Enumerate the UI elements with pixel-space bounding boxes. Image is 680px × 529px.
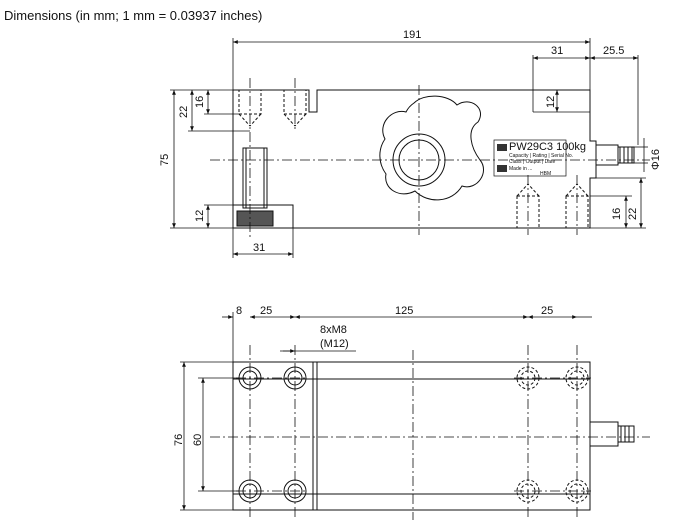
dimensions-heading: Dimensions (in mm; 1 mm = 0.03937 inches… bbox=[4, 8, 263, 23]
top-cable-gland bbox=[589, 421, 619, 447]
dim-hole-pitch-left: 25 bbox=[260, 305, 272, 317]
label-line-2: Class | Output | Date bbox=[509, 159, 555, 165]
cable-gland-nut bbox=[617, 146, 635, 164]
dim-height: 75 bbox=[159, 154, 171, 166]
side-dimensions bbox=[170, 38, 648, 258]
dim-bottom-thickness: 12 bbox=[194, 210, 206, 222]
dim-width: 76 bbox=[173, 434, 185, 446]
dim-hole-pitch-right: 25 bbox=[541, 305, 553, 317]
dim-hole-row-spacing: 60 bbox=[192, 434, 204, 446]
side-view bbox=[210, 78, 650, 240]
dim-top-hole-spacing: 22 bbox=[178, 106, 190, 118]
product-label bbox=[493, 139, 567, 177]
dim-cable-diameter: Φ16 bbox=[650, 149, 662, 170]
dim-right-offset: 31 bbox=[551, 45, 563, 57]
bolt-shank bbox=[242, 147, 268, 209]
dim-length: 191 bbox=[403, 29, 421, 41]
left-bolt-holes bbox=[238, 366, 307, 503]
top-body-outline bbox=[232, 361, 591, 511]
dim-thread-alt: (M12) bbox=[320, 338, 349, 350]
dim-right-hole-depth: 16 bbox=[611, 208, 623, 220]
dim-right-hole-spacing: 22 bbox=[627, 208, 639, 220]
dim-bottom-block: 31 bbox=[253, 242, 265, 254]
flower-cutout bbox=[379, 95, 485, 201]
top-view bbox=[210, 345, 650, 520]
dim-top-hole-depth: 16 bbox=[194, 96, 206, 108]
bolt-head bbox=[236, 210, 274, 227]
cable-gland-body bbox=[595, 144, 619, 166]
dim-edge: 8 bbox=[236, 305, 242, 317]
label-model: PW29C3 100kg bbox=[509, 141, 586, 153]
label-line-3: Made in ... bbox=[509, 166, 532, 172]
dim-top-notch: 12 bbox=[545, 96, 557, 108]
top-dimensions bbox=[180, 312, 592, 511]
dim-span: 125 bbox=[395, 305, 413, 317]
label-line-4: HBM bbox=[540, 171, 551, 177]
dim-thread: 8xM8 bbox=[320, 324, 347, 336]
label-line-1: Capacity | Rating | Serial No. bbox=[509, 153, 573, 159]
dim-cable-offset: 25.5 bbox=[603, 45, 624, 57]
